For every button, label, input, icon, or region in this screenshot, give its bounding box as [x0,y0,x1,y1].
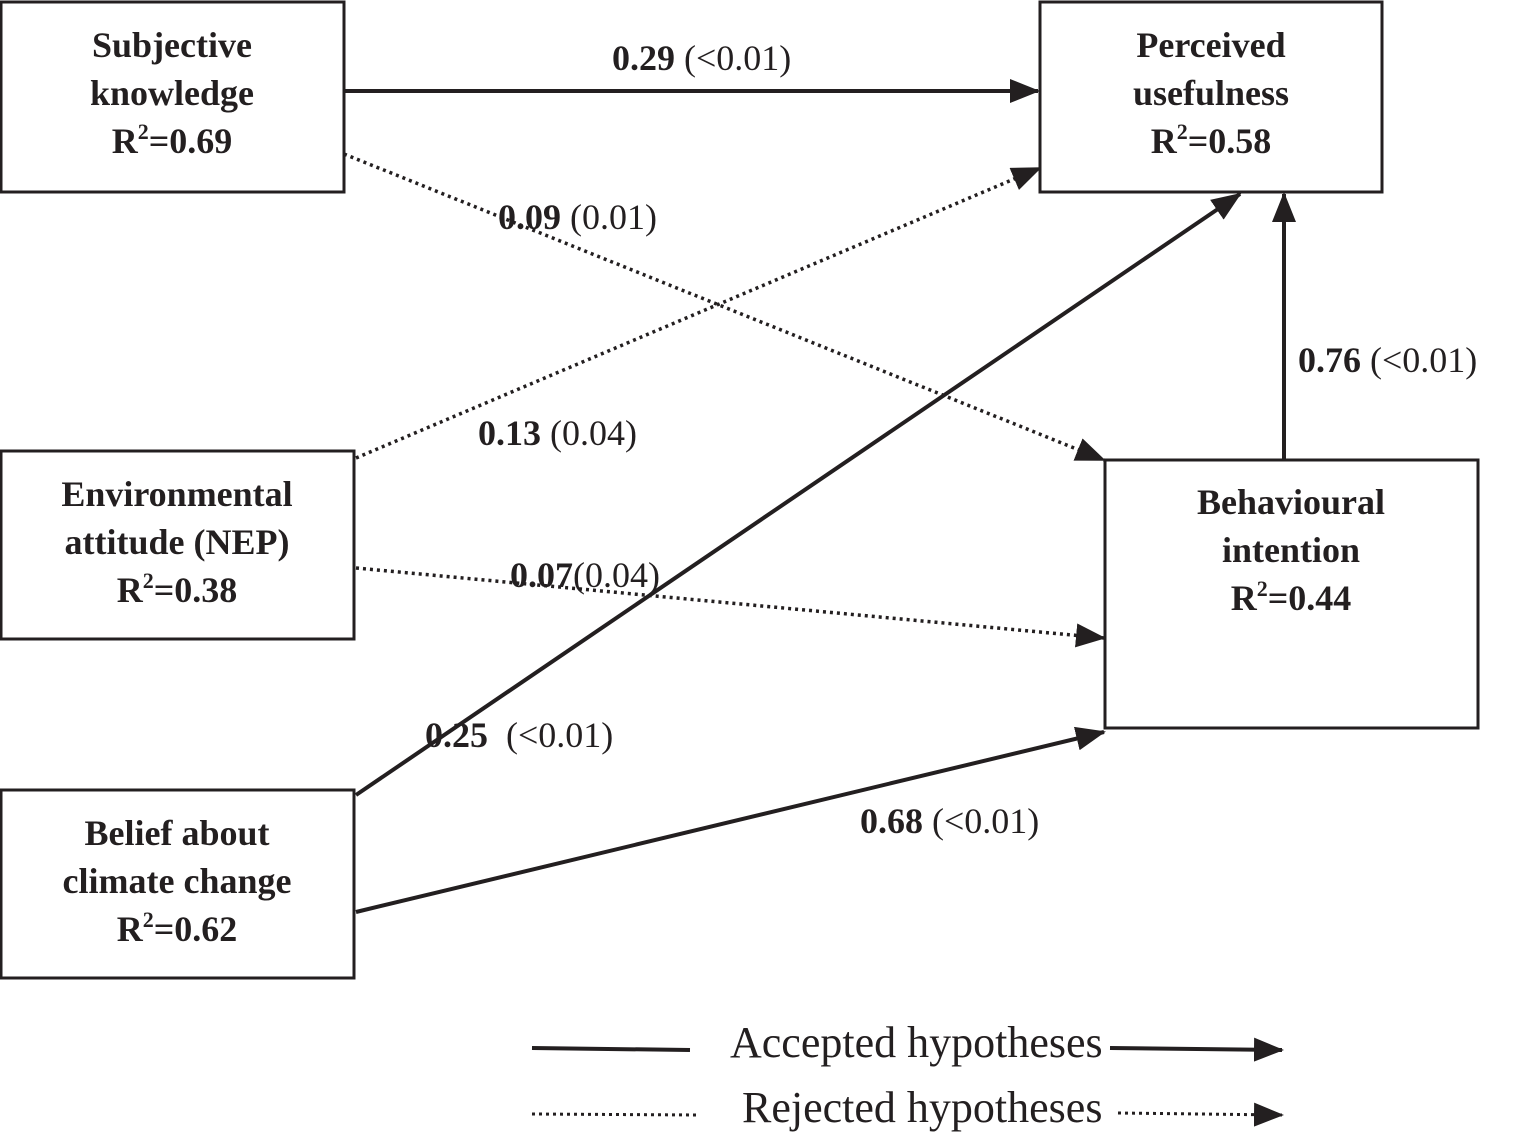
node-r-squared: R2=0.69 [112,119,233,161]
node-label-line2: attitude (NEP) [65,522,290,562]
edge-label-ea-bi: 0.07(0.04) [510,555,660,595]
edges [343,79,1296,914]
node-r-squared: R2=0.58 [1151,119,1272,161]
node-label-line1: Behavioural [1197,482,1385,522]
edge-bc-bi [355,726,1106,914]
node-label-line1: Subjective [92,25,252,65]
legend-accepted-label: Accepted hypotheses [730,1018,1103,1067]
node-label-line1: Perceived [1136,25,1285,65]
legend-accepted-arrow [1109,1037,1284,1062]
node-subjective-knowledge: Subjective knowledge R2=0.69 [0,0,346,194]
edge-label-bi-pu: 0.76 (<0.01) [1298,340,1477,380]
legend: Accepted hypotheses Rejected hypotheses [531,1018,1284,1132]
node-label-line2: knowledge [90,73,254,113]
node-label-line2: climate change [63,861,292,901]
node-box [0,449,356,641]
edge-ea-pu [355,166,1042,460]
node-label-line1: Environmental [61,474,292,514]
edge-ea-bi [355,566,1106,648]
legend-rejected-line-sample [531,1112,698,1117]
node-label-line2: intention [1222,530,1360,570]
edge-bc-pu [354,192,1242,797]
node-box [0,0,346,194]
legend-rejected-arrow [1117,1102,1284,1127]
node-label-line1: Belief about [85,813,270,853]
node-box [1038,0,1384,194]
node-environmental-attitude: Environmental attitude (NEP) R2=0.38 [0,449,356,641]
edge-label-sk-pu: 0.29 (<0.01) [612,38,791,78]
node-box [0,788,356,980]
edge-label-sk-bi: 0.09 (0.01) [498,197,657,237]
edge-label-bc-bi: 0.68 (<0.01) [860,801,1039,841]
node-r-squared: R2=0.38 [117,568,238,610]
legend-accepted-line-sample [531,1046,691,1052]
edge-sk-bi [343,152,1106,462]
node-perceived-usefulness: Perceived usefulness R2=0.58 [1038,0,1384,194]
legend-rejected-label: Rejected hypotheses [742,1083,1102,1132]
node-r-squared: R2=0.62 [117,907,238,949]
edge-label-bc-pu: 0.25 (<0.01) [425,715,613,755]
node-r-squared: R2=0.44 [1231,576,1352,618]
node-behavioural-intention: Behavioural intention R2=0.44 [1103,458,1480,730]
node-box [1103,458,1480,730]
node-belief-climate-change: Belief about climate change R2=0.62 [0,788,356,980]
edge-label-ea-pu: 0.13 (0.04) [478,413,637,453]
node-label-line2: usefulness [1133,73,1289,113]
